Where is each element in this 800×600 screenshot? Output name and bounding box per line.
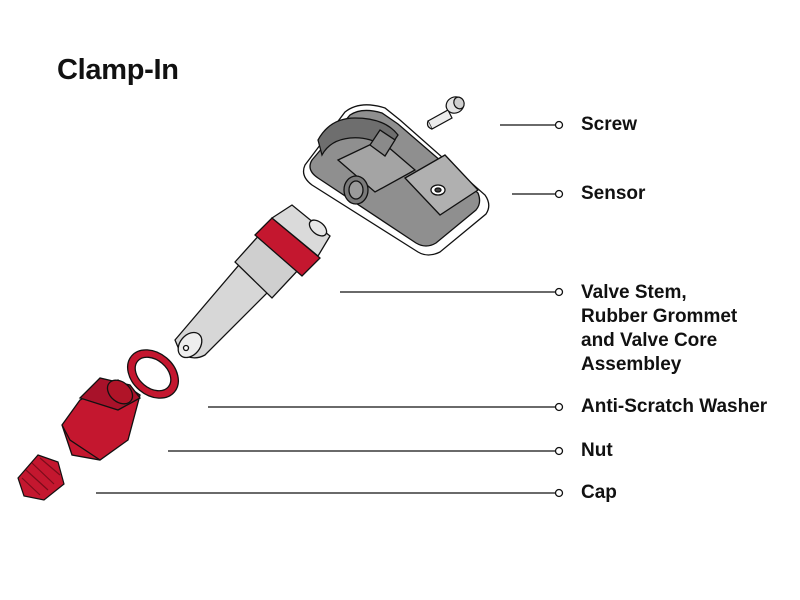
- sensor-part: [302, 104, 490, 256]
- label-cap: Cap: [581, 481, 617, 505]
- cap-part: [17, 454, 65, 501]
- label-valve-stem: Valve Stem, Rubber Grommet and Valve Cor…: [581, 281, 737, 377]
- label-valve-stem-line-4: Assembley: [581, 354, 682, 375]
- label-cap-line: Cap: [581, 482, 617, 503]
- leader-dot-washer: [554, 402, 564, 412]
- leader-dot-screw: [554, 120, 564, 130]
- leader-dot-cap: [554, 488, 564, 498]
- leader-dot-valve-stem: [554, 287, 564, 297]
- label-anti-scratch-washer: Anti-Scratch Washer: [581, 395, 767, 419]
- valve-stem-part: [174, 204, 331, 359]
- leader-lines: [96, 120, 564, 498]
- label-sensor-line: Sensor: [581, 183, 646, 204]
- diagram-title: Clamp-In: [57, 54, 179, 86]
- label-sensor: Sensor: [581, 182, 645, 206]
- label-screw: Screw: [581, 113, 637, 137]
- label-valve-stem-line-1: Valve Stem,: [581, 282, 687, 303]
- label-washer-line: Anti-Scratch Washer: [581, 396, 768, 417]
- nut-part: [61, 377, 141, 461]
- label-screw-line: Screw: [581, 114, 637, 135]
- label-valve-stem-line-3: and Valve Core: [581, 330, 718, 351]
- washer-part: [127, 349, 179, 399]
- leader-dot-sensor: [554, 189, 564, 199]
- label-nut: Nut: [581, 439, 613, 463]
- screw-part: [426, 96, 465, 130]
- leader-dot-nut: [554, 446, 564, 456]
- label-nut-line: Nut: [581, 440, 613, 461]
- label-valve-stem-line-2: Rubber Grommet: [581, 306, 738, 327]
